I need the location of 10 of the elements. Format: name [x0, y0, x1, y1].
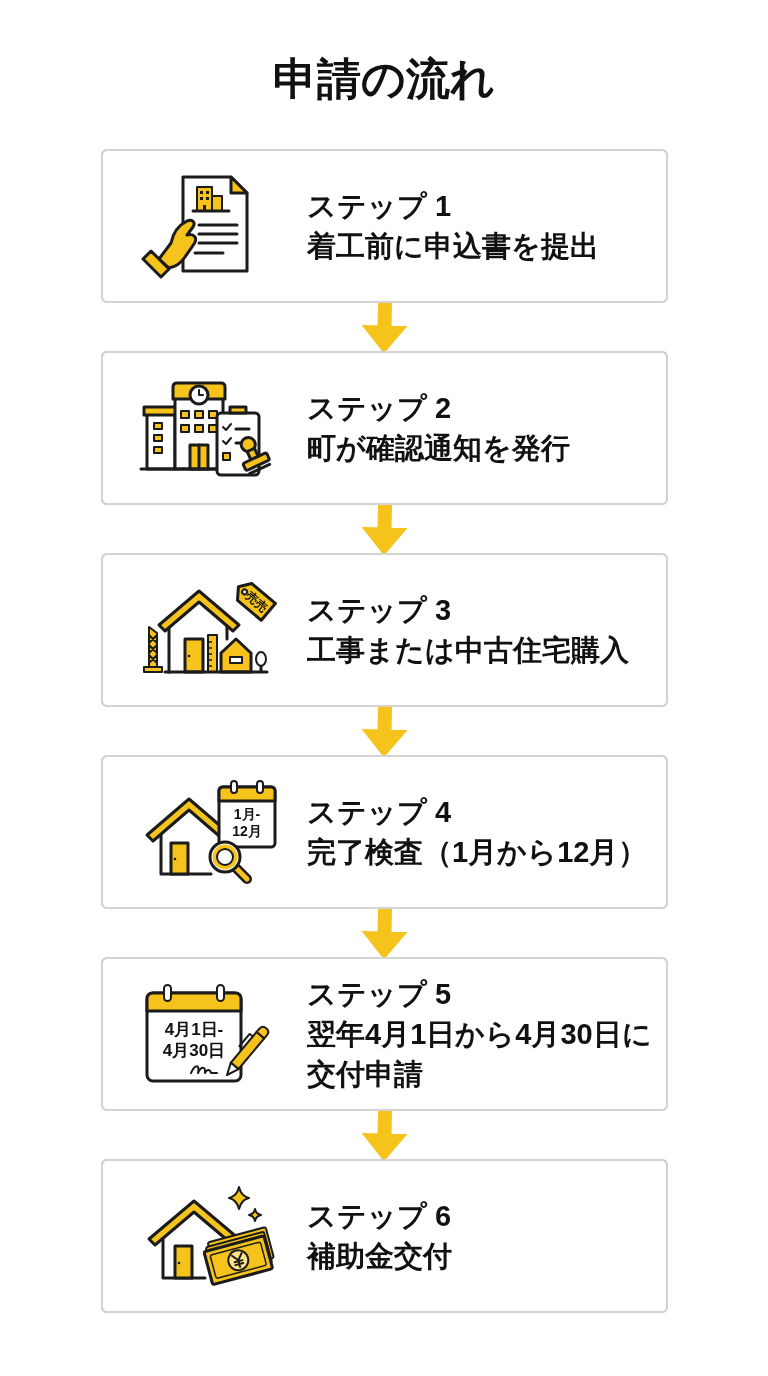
- calendar-date-text: 4月1日-4月30日: [161, 1019, 226, 1061]
- node-text: ステップ 1 着工前に申込書を提出: [306, 189, 599, 262]
- node-text: ステップ 3 工事または中古住宅購入: [306, 593, 629, 666]
- diagram-title: 申請の流れ: [272, 53, 496, 105]
- node-text: ステップ 4 完了検査（1月から12月）: [306, 795, 647, 868]
- node-text: ステップ 6 補助金交付: [306, 1199, 452, 1272]
- calendar-date-text: 1月-12月: [230, 806, 263, 840]
- node-text: ステップ 5 翌年4月1日から4月30日に交付申請: [306, 977, 652, 1090]
- price-tag-text: 売売: [242, 588, 271, 616]
- node-text: ステップ 2 町が確認通知を発行: [306, 391, 570, 464]
